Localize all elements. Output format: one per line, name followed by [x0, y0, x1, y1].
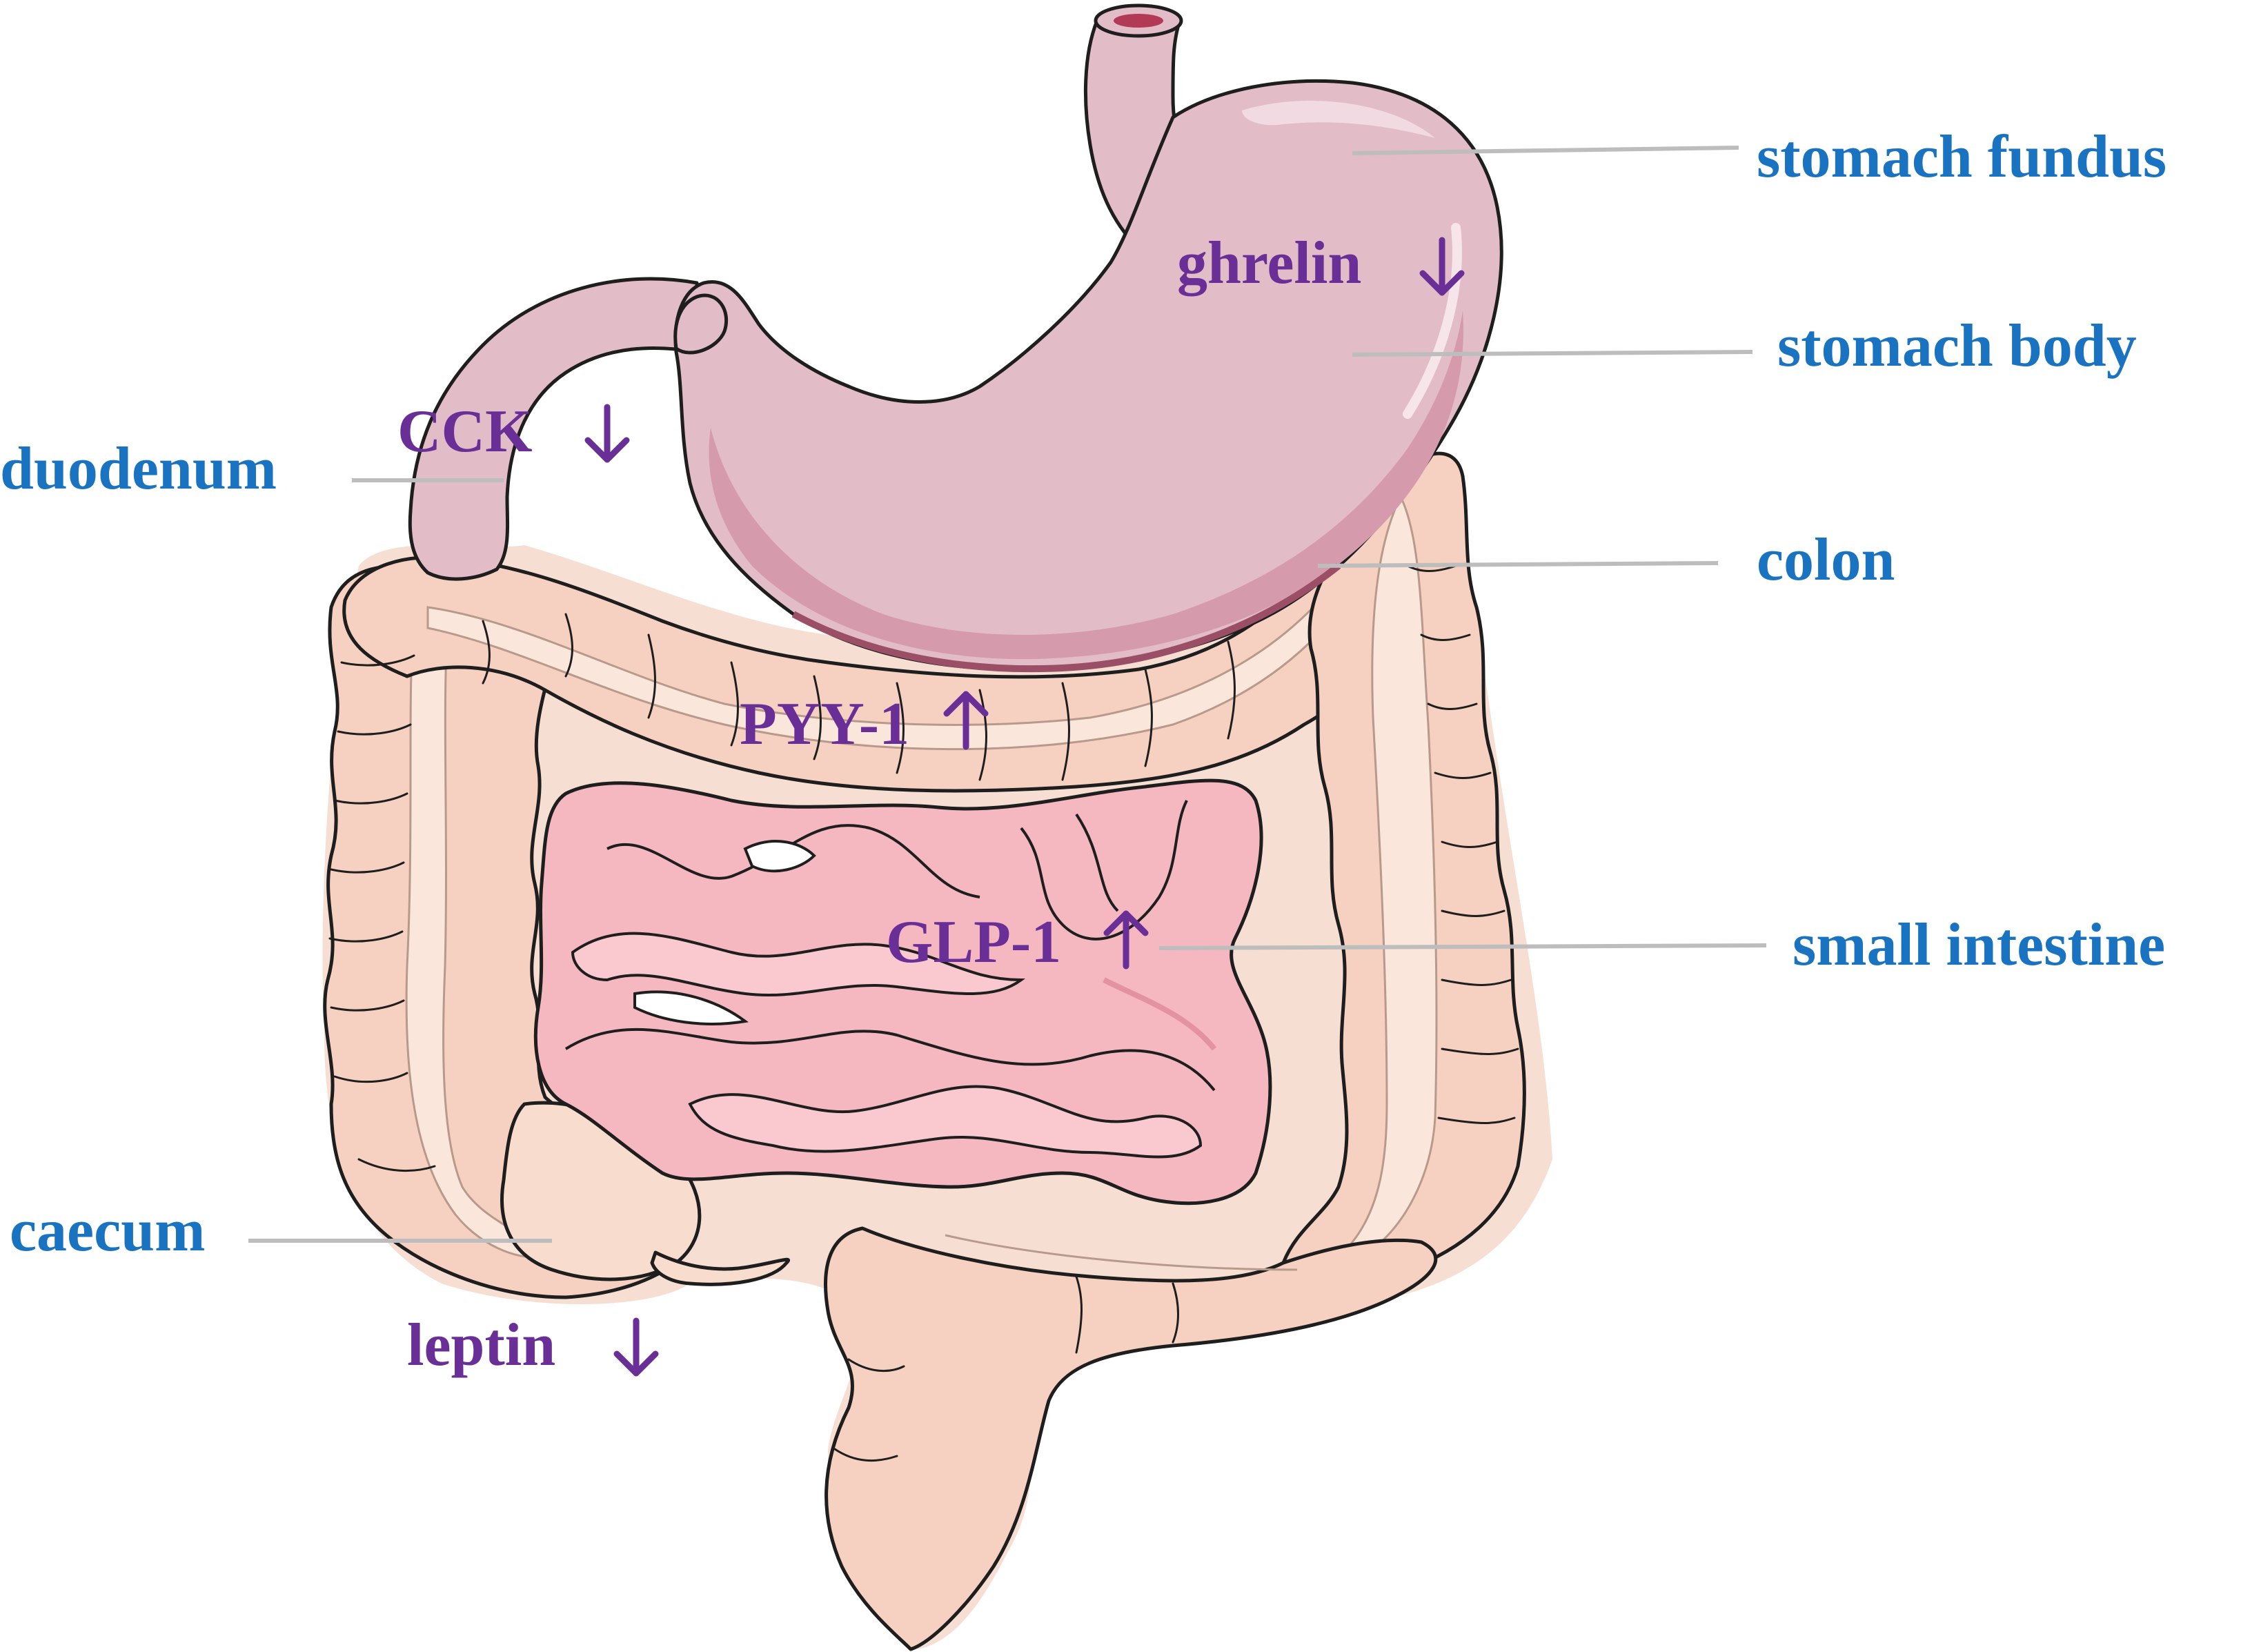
stomach-fundus-label: stomach fundus — [1757, 124, 2166, 190]
leptin-label: leptin — [407, 1312, 555, 1379]
glp-up-arrow-icon — [1103, 910, 1149, 970]
esophagus-lumen — [1114, 14, 1163, 28]
pylorus — [673, 293, 729, 355]
stomach-rim — [791, 563, 1341, 673]
stomach-shading — [709, 311, 1463, 660]
stomach-body-label: stomach body — [1777, 313, 2137, 380]
small-intestine-illustration — [533, 778, 1272, 1206]
sigmoid-band — [945, 1234, 1298, 1271]
appendix — [650, 1250, 790, 1286]
ghrelin-down-arrow-icon — [1419, 237, 1465, 296]
organ-labels: stomach fundus stomach body duodenum col… — [0, 124, 2166, 1264]
stomach-illustration — [673, 3, 1503, 673]
leptin-down-arrow-icon — [613, 1317, 659, 1377]
small-intestine-label: small intestine — [1793, 912, 2165, 979]
intestine-loop-6 — [1075, 813, 1119, 912]
leader-lines — [248, 146, 1767, 1243]
duodenum-illustration — [408, 277, 700, 581]
ghrelin-label: ghrelin — [1177, 230, 1361, 297]
stomach-shape — [673, 79, 1503, 671]
intestine-loop-5 — [1020, 800, 1188, 941]
duodenum-label: duodenum — [0, 435, 277, 502]
hormone-labels: ghrelin CCK PYY-1 GLP-1 leptin — [397, 230, 1465, 1379]
intestine-loop-8 — [633, 990, 749, 1025]
glp-label: GLP-1 — [886, 909, 1061, 976]
cck-label: CCK — [397, 398, 533, 465]
leader-stomach-body — [1352, 350, 1753, 357]
leader-stomach-fundus — [1352, 146, 1739, 155]
cck-annotation: CCK — [397, 398, 630, 465]
intestine-loop-1 — [606, 824, 980, 898]
leader-small-intestine — [1158, 943, 1767, 950]
leader-colon — [1317, 561, 1719, 568]
caecum-label: caecum — [10, 1197, 205, 1264]
intestine-loop-4 — [688, 1085, 1203, 1159]
intestine-loop-3 — [564, 1027, 1216, 1092]
pyy-annotation: PYY-1 — [740, 691, 989, 758]
ghrelin-annotation: ghrelin — [1177, 230, 1465, 297]
colon-haustra — [328, 564, 1519, 1462]
stomach-highlight-2 — [1403, 223, 1462, 419]
pyy-label: PYY-1 — [740, 691, 909, 758]
cck-down-arrow-icon — [584, 404, 630, 463]
intestine-loop-9 — [1103, 977, 1217, 1051]
intestine-loop-2 — [571, 932, 1026, 997]
intestine-loop-7 — [743, 840, 816, 873]
duodenum-tube — [408, 277, 700, 581]
stomach-highlight — [1242, 100, 1435, 138]
leptin-annotation: leptin — [407, 1312, 659, 1379]
colon-label: colon — [1757, 527, 1895, 593]
sigmoid-colon — [824, 1226, 1438, 1651]
glp-annotation: GLP-1 — [886, 909, 1149, 976]
pyy-up-arrow-icon — [943, 691, 989, 750]
